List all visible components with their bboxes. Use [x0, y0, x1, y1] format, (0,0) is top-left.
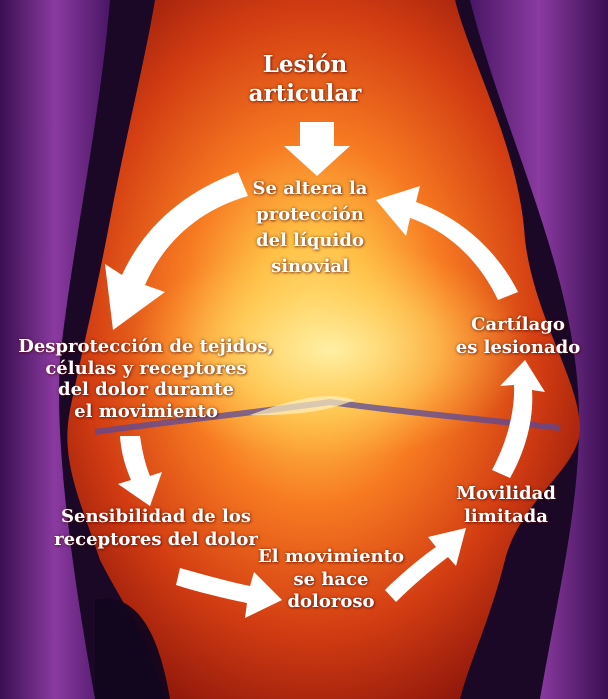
node-desproteccion-line-3: del dolor durante — [6, 379, 286, 401]
node-lesion-line-1: Lesión — [230, 50, 380, 79]
node-lesion-articular: Lesión articular — [230, 50, 380, 109]
node-cartilago-line-1: Cartílago — [448, 313, 588, 336]
node-cartilago-lesionado: Cartílago es lesionado — [448, 313, 588, 359]
node-movimiento-line-3: doloroso — [246, 591, 416, 614]
node-proteccion-sinovial: Se altera la protección del líquido sino… — [225, 176, 395, 280]
node-movimiento-line-1: El movimiento — [246, 546, 416, 569]
node-lesion-line-2: articular — [230, 79, 380, 108]
node-desproteccion-line-4: el movimiento — [6, 401, 286, 423]
node-desproteccion-line-2: células y receptores — [6, 358, 286, 380]
node-movimiento-line-2: se hace — [246, 569, 416, 592]
node-movilidad-line-2: limitada — [444, 505, 568, 528]
node-desproteccion-line-1: Desprotección de tejidos, — [6, 336, 286, 358]
node-proteccion-line-3: del líquido — [225, 228, 395, 254]
node-proteccion-line-2: protección — [225, 202, 395, 228]
node-proteccion-line-1: Se altera la — [225, 176, 395, 202]
node-movilidad-limitada: Movilidad limitada — [444, 482, 568, 529]
node-desproteccion-tejidos: Desprotección de tejidos, células y rece… — [6, 336, 286, 422]
node-proteccion-line-4: sinovial — [225, 254, 395, 280]
node-cartilago-line-2: es lesionado — [448, 336, 588, 359]
node-sensibilidad-line-1: Sensibilidad de los — [38, 505, 274, 528]
node-movilidad-line-1: Movilidad — [444, 482, 568, 505]
node-movimiento-doloroso: El movimiento se hace doloroso — [246, 546, 416, 614]
node-sensibilidad-receptores: Sensibilidad de los receptores del dolor — [38, 505, 274, 552]
node-sensibilidad-line-2: receptores del dolor — [38, 528, 274, 551]
